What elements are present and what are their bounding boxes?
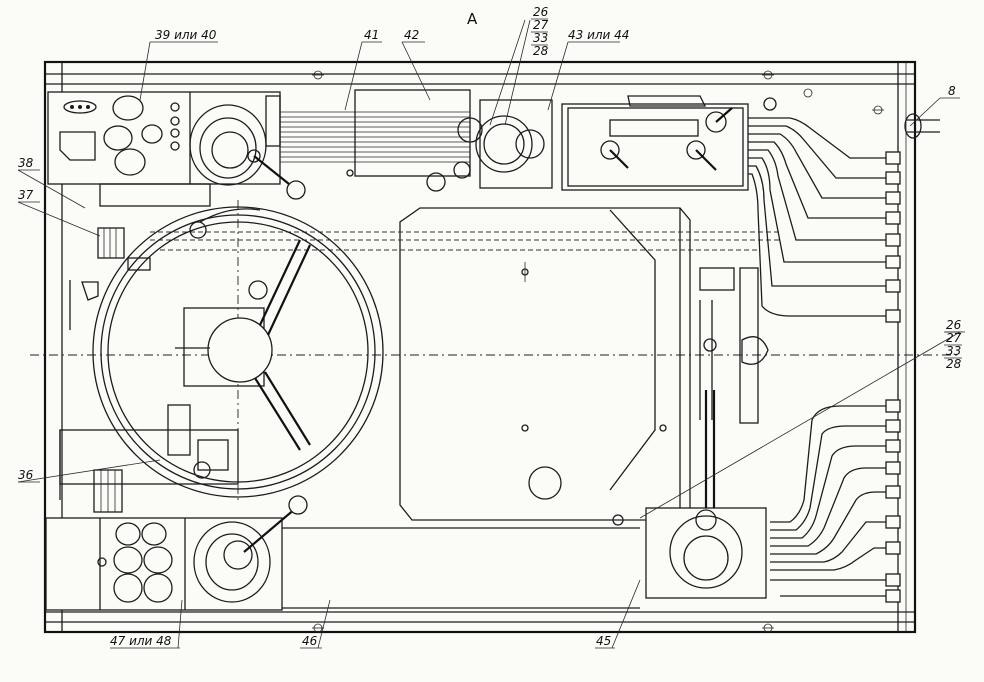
callout-41: 41 — [364, 28, 379, 42]
control-panel-bottom-left — [45, 495, 640, 611]
callout-28-top: 28 — [533, 44, 549, 58]
callout-36: 36 — [18, 468, 34, 482]
callout-47: 47 или 48 — [110, 634, 172, 648]
pump-unit-top — [426, 99, 553, 192]
turntable-wheel — [92, 206, 384, 498]
control-panel-top-left — [47, 91, 306, 207]
right-cylinder — [699, 267, 769, 424]
callout-42: 42 — [404, 28, 419, 42]
callout-45: 45 — [596, 634, 611, 648]
distributor-panel-43 — [561, 95, 777, 191]
callout-26-right: 26 — [946, 318, 962, 332]
callout-37: 37 — [18, 188, 34, 202]
callout-27-right: 27 — [946, 331, 962, 345]
central-bed — [150, 207, 780, 521]
pump-unit-45 — [612, 390, 767, 599]
callout-33-top: 33 — [533, 31, 548, 45]
callout-26-top: 26 — [533, 5, 549, 19]
callout-33-right: 33 — [946, 344, 961, 358]
callout-labels: А 39 или 40 41 42 26 27 33 28 43 или 44 … — [18, 5, 962, 648]
pipes-right-upper — [748, 113, 940, 323]
callout-43: 43 или 44 — [568, 28, 629, 42]
view-label: А — [467, 10, 478, 28]
pipe-bundle-41 — [280, 89, 471, 177]
callout-8: 8 — [948, 84, 956, 98]
callout-27-top: 27 — [533, 18, 549, 32]
left-assemblies — [59, 227, 239, 513]
callout-separators — [531, 18, 962, 359]
callout-38: 38 — [18, 156, 34, 170]
callout-28-right: 28 — [946, 357, 962, 371]
callout-46: 46 — [302, 634, 318, 648]
pipes-right-lower — [770, 399, 901, 603]
callout-39: 39 или 40 — [155, 28, 217, 42]
